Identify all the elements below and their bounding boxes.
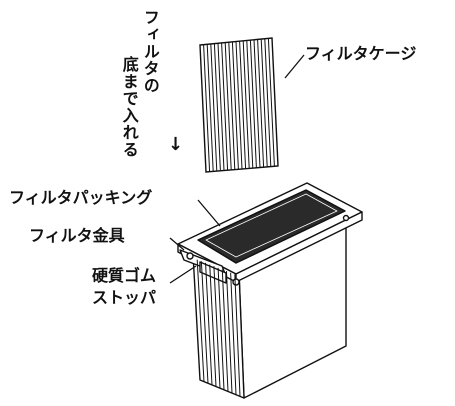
box-pleat-line <box>213 266 221 389</box>
box-pleat-line <box>230 272 237 395</box>
filter-cage-pleats <box>203 38 275 172</box>
cage-pleat-line <box>231 41 239 170</box>
leader-lines <box>169 54 305 284</box>
cage-pleat-line <box>224 42 232 170</box>
cage-pleat-line <box>213 43 221 171</box>
cage-pleat-line <box>203 44 211 172</box>
cage-pleat-line <box>257 39 265 168</box>
box-pleat-line <box>234 274 241 397</box>
leader-filter-packing <box>197 199 221 227</box>
box-pleat-line <box>225 271 233 394</box>
cage-pleat-line <box>228 42 236 170</box>
instruction-column-2: 底まで入れる <box>119 56 139 158</box>
label-filter-bracket: フィルタ金具 <box>29 226 125 245</box>
cage-pleat-line <box>264 38 272 167</box>
insert-down-arrow: ↓ <box>168 134 184 155</box>
cage-pleat-line <box>210 43 218 172</box>
cage-pleat-line <box>217 43 225 171</box>
cage-pleat-line <box>235 41 243 170</box>
label-filter-packing: フィルタパッキング <box>9 188 153 207</box>
box-pleat-line <box>221 269 229 392</box>
box-pleat-line <box>205 262 213 385</box>
cage-pleat-line <box>246 40 254 169</box>
leader-rubber-stopper <box>169 265 197 284</box>
cage-pleat-line <box>221 42 229 171</box>
label-rubber-stopper-line1: 硬質ゴム <box>92 266 157 285</box>
cage-pleat-line <box>253 39 261 168</box>
label-filter-cage: フィルタケージ <box>305 44 417 63</box>
leader-filter-cage <box>284 54 305 79</box>
cage-pleat-line <box>267 38 275 167</box>
filter-box-drawing <box>177 182 363 399</box>
instruction-column-1: フィルタの <box>140 9 160 94</box>
box-pleat-line <box>209 264 217 387</box>
cage-pleat-line <box>242 40 250 169</box>
box-pleat-line <box>196 259 205 382</box>
cage-pleat-line <box>260 39 268 167</box>
cage-pleat-line <box>249 40 257 168</box>
box-pleat-line <box>200 261 209 384</box>
cage-pleat-line <box>239 41 247 169</box>
filter-box-pleats <box>196 259 241 397</box>
cage-pleat-line <box>206 44 214 172</box>
box-pleat-line <box>217 267 225 390</box>
label-rubber-stopper-line2: ストッパ <box>92 288 157 307</box>
leader-filter-bracket <box>169 237 185 251</box>
